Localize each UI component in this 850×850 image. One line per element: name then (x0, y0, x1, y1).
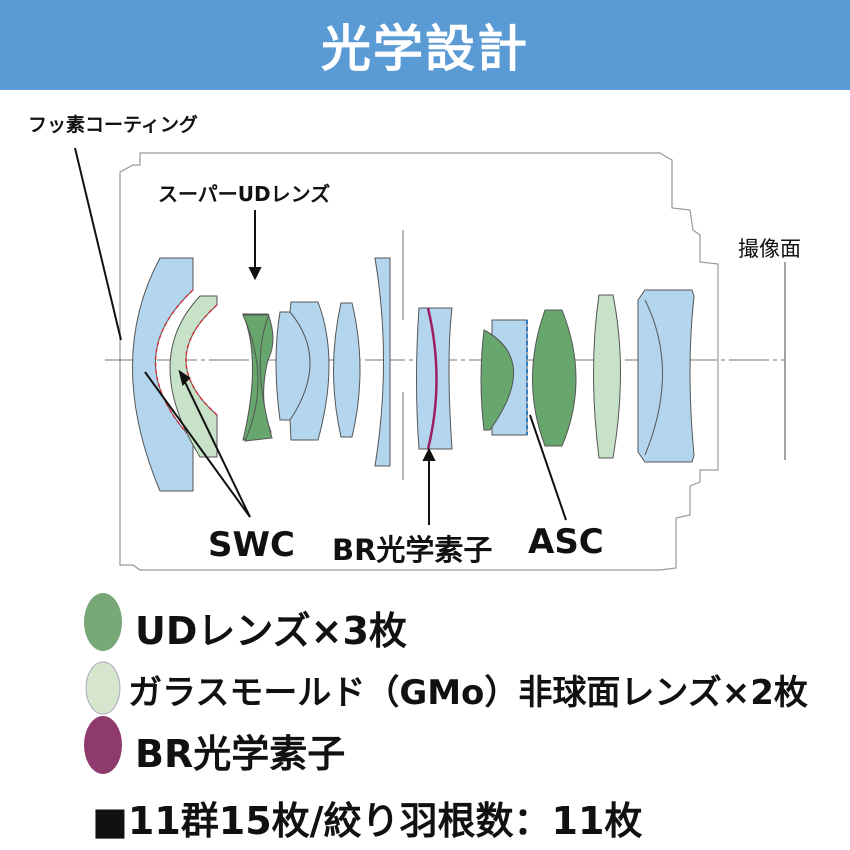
swc-leader-2 (182, 377, 251, 518)
lens-element-11-interface (644, 299, 663, 456)
asc-label: ASC (528, 522, 604, 562)
lens-element-6 (374, 257, 391, 467)
lens-element-4 (275, 301, 330, 441)
swc-label: SWC (208, 525, 295, 565)
legend-ud-swatch (84, 593, 122, 651)
lens-barrel-outline (119, 152, 719, 571)
lens-element-3-ud-fix (242, 314, 273, 442)
lens-element-7 (416, 307, 453, 450)
swc-leader-1 (144, 371, 251, 518)
fluorine-leader (74, 147, 122, 341)
legend-gmo-label: ガラスモールド（GMo）非球面レンズ×2枚 (128, 673, 808, 713)
swc-coating-1 (154, 289, 194, 441)
asc-leader (529, 414, 567, 521)
br-arrowhead (422, 447, 436, 461)
legend-br-label: BR光学素子 (135, 732, 346, 776)
lens-element-8-ud (480, 329, 514, 431)
title-banner: 光学設計 (0, 0, 850, 90)
br-element (426, 307, 438, 450)
fluorine-coating-label: フッ素コーティング (28, 114, 198, 136)
lens-element-9-ud (532, 309, 577, 447)
super-ud-arrowhead (248, 267, 262, 281)
swc-coating-2 (185, 304, 218, 416)
image-plane-label: 撮像面 (738, 237, 801, 261)
lens-element-4-interface (289, 311, 311, 421)
legend-ud-label: UDレンズ×3枚 (135, 609, 407, 653)
br-element-label: BR光学素子 (332, 533, 493, 567)
lens-element-5 (333, 302, 361, 438)
spec-summary: ■11群15枚/絞り羽根数：11枚 (92, 799, 643, 843)
lens-element-10-gmo (593, 294, 621, 459)
page-title: 光学設計 (321, 20, 529, 78)
super-ud-label: スーパーUDレンズ (158, 182, 331, 206)
lens-element-11 (637, 289, 695, 463)
legend-br-swatch (84, 716, 122, 774)
legend-gmo-swatch (85, 661, 121, 715)
swc-arrowhead-2 (178, 369, 191, 386)
